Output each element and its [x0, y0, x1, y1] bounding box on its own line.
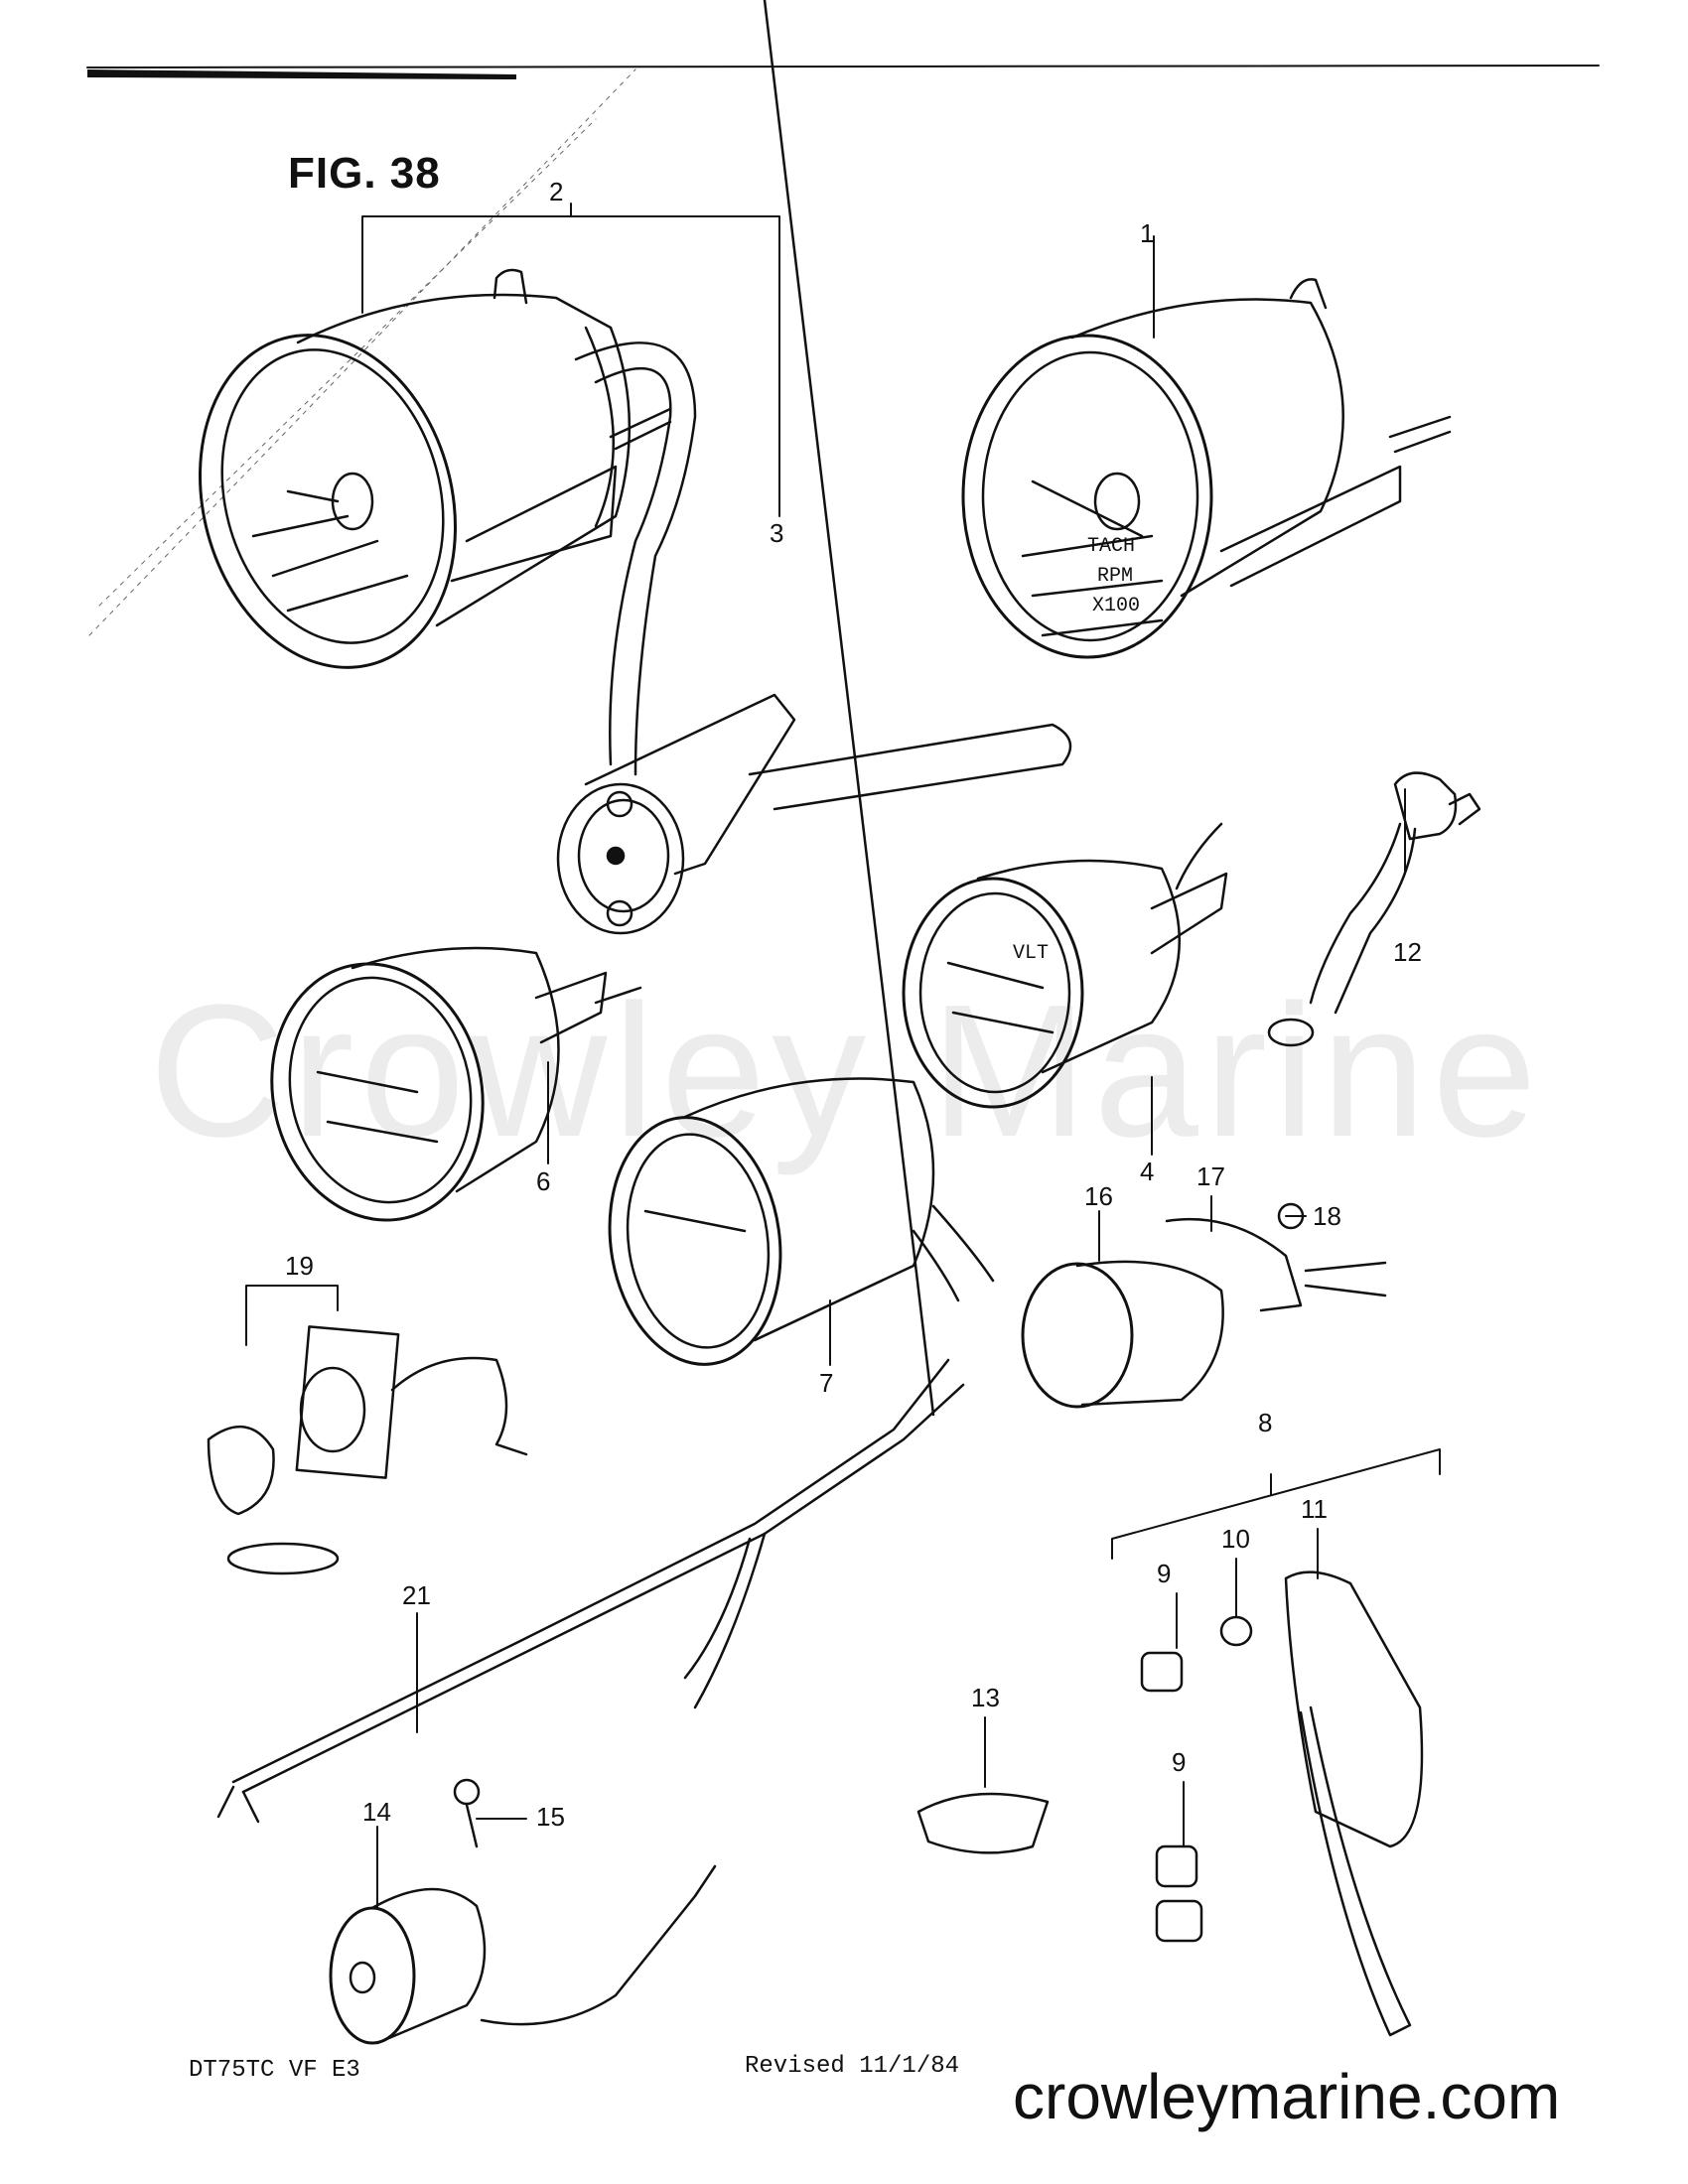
tachometer-gauge-part-1 — [963, 279, 1450, 657]
callout-20: 19 — [285, 1251, 314, 1281]
callout-4: 4 — [1140, 1157, 1155, 1186]
callout-19: 18 — [1313, 1201, 1341, 1231]
wiring-harness-part-21 — [218, 0, 963, 1822]
callout-18: 17 — [1196, 1161, 1225, 1191]
trim-sender-set — [1112, 1449, 1440, 2035]
voltmeter-gauge-part-4 — [904, 824, 1226, 1107]
tacho-face-text-1: TACH — [1087, 535, 1135, 558]
callout-8: 8 — [1258, 1408, 1273, 1437]
grommet-part-14 — [918, 1794, 1048, 1852]
tacho-face-text-3: X100 — [1092, 595, 1140, 617]
speedometer-gauge-part-2 — [164, 270, 670, 697]
scan-streaks — [89, 69, 635, 635]
callout-17: 16 — [1084, 1181, 1113, 1211]
site-url: crowleymarine.com — [1013, 2061, 1561, 2132]
volt-face-text: VLT — [1013, 942, 1049, 965]
remote-control-lever-part-3 — [558, 342, 1070, 933]
callout-16: 15 — [536, 1802, 565, 1832]
callout-12: 11 — [1301, 1494, 1328, 1524]
figure-title: FIG. 38 — [288, 149, 441, 198]
tacho-face-text-2: RPM — [1097, 565, 1133, 588]
callout-3: 3 — [770, 518, 784, 548]
callout-7: 7 — [819, 1368, 834, 1398]
revision-date: Revised 11/1/84 — [745, 2053, 960, 2080]
horn-part-15 — [331, 1780, 715, 2043]
watermark-text: Crowley Marine — [149, 966, 1543, 1176]
indicator-lamp-part-13 — [1269, 773, 1479, 1045]
callout-13: 12 — [1393, 937, 1422, 967]
callout-10: 9 — [1157, 1559, 1172, 1588]
callout-1: 1 — [1140, 218, 1155, 248]
callout-6: 6 — [536, 1166, 551, 1196]
callout-9-number: 9 — [1172, 1747, 1187, 1777]
gauge-part-6 — [248, 944, 640, 1240]
callout-9-label: 79 — [1172, 1747, 1186, 1778]
callout-14: 13 — [971, 1683, 1000, 1712]
switch-part-20 — [209, 1326, 526, 1573]
trim-meter-part-7 — [594, 1079, 993, 1376]
callout-2: 2 — [549, 177, 564, 206]
callout-15: 14 — [362, 1797, 391, 1827]
callout-21: 21 — [402, 1580, 431, 1610]
buzzer-part-17 — [1023, 1204, 1385, 1407]
callout-leaders — [246, 204, 1405, 1908]
top-border-rule — [87, 66, 1599, 79]
model-code: DT75TC VF E3 — [189, 2057, 360, 2084]
callout-11: 10 — [1221, 1524, 1250, 1554]
